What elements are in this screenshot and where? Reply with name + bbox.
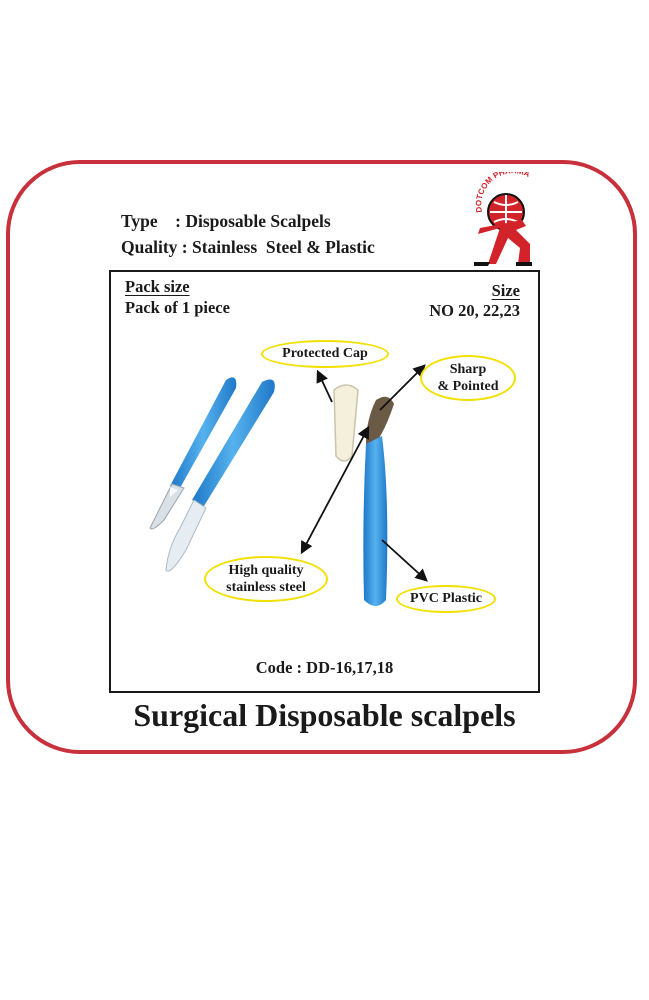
protected-cap <box>333 384 359 462</box>
dotcom-pharma-logo: DOTCOM PHARMA <box>474 172 532 266</box>
product-info-box <box>109 270 540 693</box>
size-value: NO 20, 22,23 <box>429 301 520 320</box>
quality-row: Quality : Stainless Steel & Plastic <box>121 237 375 258</box>
rounded-red-frame <box>6 160 637 754</box>
pack-size-heading: Pack size <box>125 277 190 296</box>
sharp-pointed-callout: Sharp & Pointed <box>420 355 516 401</box>
size-heading: Size <box>491 281 520 300</box>
scalpel-right <box>363 396 394 606</box>
quality-value: : Stainless Steel & Plastic <box>181 237 375 257</box>
scalpel-left <box>149 377 237 530</box>
pack-size-value: Pack of 1 piece <box>125 298 230 317</box>
cap-arrow <box>316 369 333 403</box>
product-code: Code : DD-16,17,18 <box>255 658 394 677</box>
protected-cap-callout: Protected Cap <box>261 340 389 368</box>
sharp-arrow <box>379 364 426 411</box>
stainless-steel-callout: High quality stainless steel <box>204 556 328 602</box>
steel-arrow <box>300 425 370 555</box>
scalpel-middle <box>165 379 275 572</box>
page-title: Surgical Disposable scalpels <box>133 697 516 733</box>
quality-label: Quality <box>121 237 178 257</box>
pvc-arrow <box>381 539 428 582</box>
pvc-plastic-callout: PVC Plastic <box>396 585 496 613</box>
type-value: : Disposable Scalpels <box>175 211 331 231</box>
type-label: Type <box>121 211 158 231</box>
type-row: Type : Disposable Scalpels <box>121 211 331 232</box>
